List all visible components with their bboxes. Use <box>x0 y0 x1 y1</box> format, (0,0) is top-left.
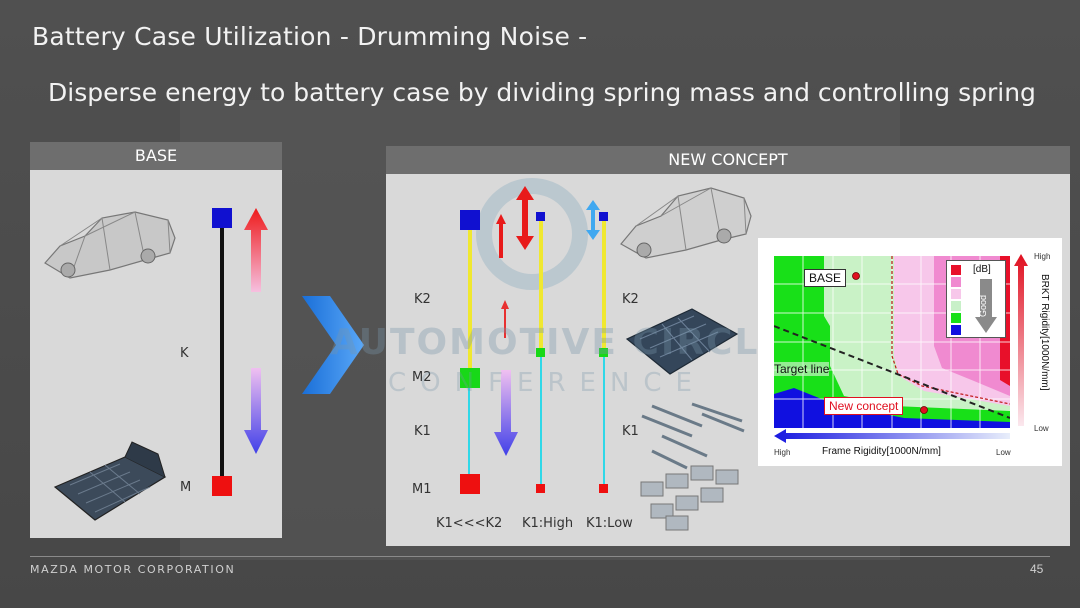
k1-high-mass-top <box>536 212 545 221</box>
k1-low-mass-m2 <box>599 348 608 357</box>
watermark-subtext: CONFERENCE <box>388 368 706 398</box>
concept-battery-image <box>625 308 739 375</box>
chevron-right-icon <box>302 296 364 394</box>
car-body-image <box>44 211 176 279</box>
footer-company: MAZDA MOTOR CORPORATION <box>30 563 236 576</box>
concept-mass-m2 <box>460 368 480 388</box>
concept-mass-m1 <box>460 474 480 494</box>
concept-mass-top <box>460 210 480 230</box>
concept-k2-label: K2 <box>414 292 431 307</box>
chart-base-label: BASE <box>804 269 847 287</box>
double-arrow-blue-icon <box>586 200 600 240</box>
x-axis-high: High <box>774 448 791 457</box>
k2-spring-yellow <box>468 224 472 374</box>
footer-divider <box>30 556 1050 557</box>
base-spring-line <box>220 222 224 486</box>
legend-unit: [dB] <box>973 264 991 275</box>
x-axis-low: Low <box>996 448 1011 457</box>
legend-swatch-pink <box>951 277 961 287</box>
k1-high-mass-m1 <box>536 484 545 493</box>
k1-high-mass-m2 <box>536 348 545 357</box>
concept-m2-label: M2 <box>412 370 432 385</box>
concept-k2-label-right: K2 <box>622 292 639 307</box>
k1-high-spring-yellow <box>539 220 543 352</box>
y-axis-low: Low <box>1034 424 1049 433</box>
down-arrow-icon <box>244 368 268 454</box>
k1-spring-cyan <box>468 386 470 486</box>
up-arrow-icon <box>244 208 268 292</box>
concept-panel-header: NEW CONCEPT <box>386 146 1070 174</box>
chart-concept-label: New concept <box>824 397 904 415</box>
big-down-arrow-icon <box>494 370 518 456</box>
watermark-text: AUTOMOTIVE CIRCLE <box>330 322 786 363</box>
small-up-arrow-icon <box>496 214 506 258</box>
concept-m1-label: M1 <box>412 482 432 497</box>
brackets-image <box>641 402 745 470</box>
concept-k1-label-right: K1 <box>622 424 639 439</box>
x-axis-title: Frame Rigidity[1000N/mm] <box>822 446 941 457</box>
legend-swatch-lightgreen <box>951 301 961 311</box>
double-arrow-red-icon <box>516 186 534 250</box>
x-axis-arrow-icon <box>774 429 1010 443</box>
concept-k1-label: K1 <box>414 424 431 439</box>
legend-swatch-blue <box>951 325 961 335</box>
chart-target-label: Target line <box>774 362 830 376</box>
slide-subtitle: Disperse energy to battery case by divid… <box>48 78 1036 107</box>
good-arrow-icon <box>975 279 997 333</box>
page-number: 45 <box>1030 562 1044 576</box>
k1-low-spring-cyan <box>603 354 605 486</box>
k1-low-mass-top <box>599 212 608 221</box>
concept-car-body-image <box>620 187 752 259</box>
tiny-up-arrow-icon <box>501 300 509 338</box>
base-mass-m <box>212 476 232 496</box>
legend-good: Good <box>978 294 988 317</box>
base-m-label: M <box>180 480 192 495</box>
k1-low-spring-yellow <box>602 220 606 352</box>
battery-modules-image <box>640 465 739 531</box>
k1-low-mass-m1 <box>599 484 608 493</box>
caption-k1-high: K1:High <box>522 516 574 531</box>
legend-swatch-red <box>951 265 961 275</box>
legend-swatch-green <box>951 313 961 323</box>
k1-high-spring-cyan <box>540 354 542 486</box>
chart-legend: [dB] Good <box>946 260 1006 338</box>
battery-case-image <box>53 441 167 521</box>
y-axis-arrow-icon <box>1014 254 1028 426</box>
caption-k1-k2: K1<<<K2 <box>436 516 503 531</box>
base-k-label: K <box>180 346 189 361</box>
y-axis-title: BRKT Rigidity[1000N/mm] <box>1039 274 1050 391</box>
y-axis-high: High <box>1034 252 1051 261</box>
base-panel: K M <box>30 170 282 538</box>
slide-title: Battery Case Utilization - Drumming Nois… <box>32 22 588 51</box>
watermark-logo <box>476 178 588 290</box>
rigidity-contour-chart: BASE New concept Target line [dB] Good H… <box>758 238 1062 466</box>
base-mass-top <box>212 208 232 228</box>
caption-k1-low: K1:Low <box>586 516 633 531</box>
legend-swatch-lightpink <box>951 289 961 299</box>
base-panel-header: BASE <box>30 142 282 170</box>
